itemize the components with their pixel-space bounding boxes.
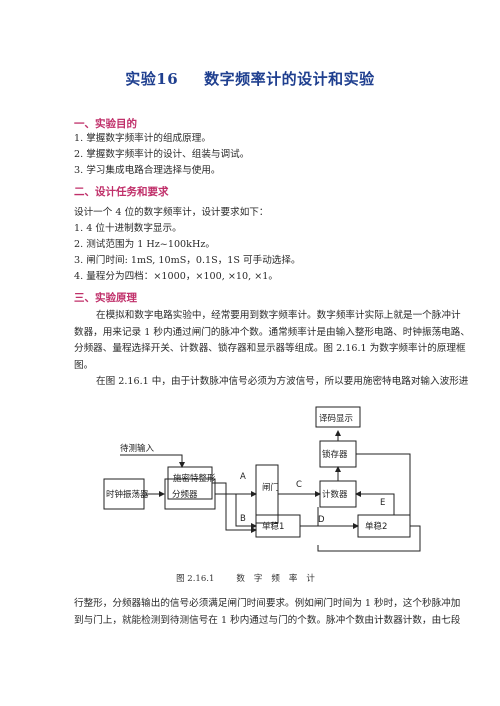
mono2-label: 单稳2 (365, 521, 387, 532)
paragraph-line: 行整形，分频器输出的信号必须满足闸门时间要求。例如闸门时间为 1 秒时，这个秒脉… (74, 598, 461, 609)
title-number: 实验16 (125, 70, 179, 88)
wire-feedback (317, 525, 421, 552)
paragraph-principle-2: 在图 2.16.1 中，由于计数脉冲信号必须为方波信号，所以要用施密特电路对输入… (74, 374, 469, 391)
caption-text: 数字频率计 (236, 574, 324, 584)
signal-a-label: A (240, 472, 246, 482)
list-item: 1. 4 位十进制数字显示。 (74, 223, 182, 234)
list-item: 2. 掌握数字频率计的设计、组装与调试。 (74, 149, 250, 160)
gate-box (255, 464, 279, 524)
signal-e-label: E (380, 498, 385, 508)
list-item: 2. 测试范围为 1 Hz~100kHz。 (74, 239, 215, 250)
signal-c-label: C (296, 480, 302, 490)
wire-latch-feedback (356, 453, 411, 515)
list-item: 1. 掌握数字频率计的组成原理。 (74, 133, 211, 144)
paragraph-principle-1: 在模拟和数字电路实验中，经常要用到数字频率计。数字频率计实际上就是一个脉冲计 数… (74, 308, 470, 374)
gate-label: 闸门 (262, 482, 279, 493)
title-text: 数字频率计的设计和实验 (204, 70, 375, 88)
paragraph-principle-3: 行整形，分频器输出的信号必须满足闸门时间要求。例如闸门时间为 1 秒时，这个秒脉… (74, 596, 461, 629)
input-wire (120, 454, 185, 468)
list-item: 设计一个 4 位的数字频率计，设计要求如下： (74, 207, 269, 218)
figure-caption: 图 2.16.1 数字频率计 (0, 572, 500, 584)
list-item: 3. 学习集成电路合理选择与使用。 (74, 165, 221, 176)
paragraph-line: 分频器、量程选择开关、计数器、锁存器和显示器等组成。图 2.16.1 为数字频率… (74, 343, 466, 354)
paragraph-line: 数器，用来记录 1 秒内通过闸门的脉冲个数。通常频率计是由输入整形电路、时钟振荡… (74, 326, 470, 338)
latch-label: 锁存器 (322, 449, 348, 460)
paragraph-line: 图。 (74, 359, 94, 371)
clock-label: 时钟振荡器 (106, 489, 149, 500)
section-heading-purpose: 一、实验目的 (74, 118, 137, 130)
paragraph-line: 到与门上，就能检测到待测信号在 1 秒内通过与门的个数。脉冲个数由计数器计数，由… (74, 614, 461, 626)
display-label: 译码显示 (319, 414, 353, 424)
paragraph-line: 在模拟和数字电路实验中，经常要用到数字频率计。数字频率计实际上就是一个脉冲计 (96, 310, 461, 321)
section-heading-principle: 三、实验原理 (74, 292, 137, 304)
list-item: 3. 闸门时间: 1mS, 10mS，0.1S，1S 可手动选择。 (74, 255, 301, 266)
schmitt-label: 施密特整形 (173, 473, 216, 484)
paragraph-line: 在图 2.16.1 中，由于计数脉冲信号必须为方波信号，所以要用施密特电路对输入… (96, 376, 469, 387)
wire-b (235, 494, 257, 529)
signal-b-label: B (240, 514, 246, 524)
wire-e (355, 491, 395, 515)
page-title: 实验16 数字频率计的设计和实验 (0, 68, 500, 89)
section-heading-task: 二、设计任务和要求 (74, 186, 169, 198)
counter-label: 计数器 (322, 489, 348, 500)
mono1-label: 单稳1 (262, 521, 284, 532)
divider-label: 分频器 (172, 489, 198, 500)
signal-d-label: D (318, 515, 325, 525)
display-box (315, 406, 361, 428)
input-label: 待测输入 (120, 443, 155, 454)
block-diagram: 待测输入 施密特整形 时钟振荡器 分频器 闸门 计数器 锁存器 译码显示 单稳1… (103, 406, 421, 552)
list-item: 4. 量程分为四档：×1000，×100, ×10, ×1。 (74, 271, 278, 282)
caption-number: 图 2.16.1 (176, 574, 215, 584)
wire-a (212, 482, 257, 533)
